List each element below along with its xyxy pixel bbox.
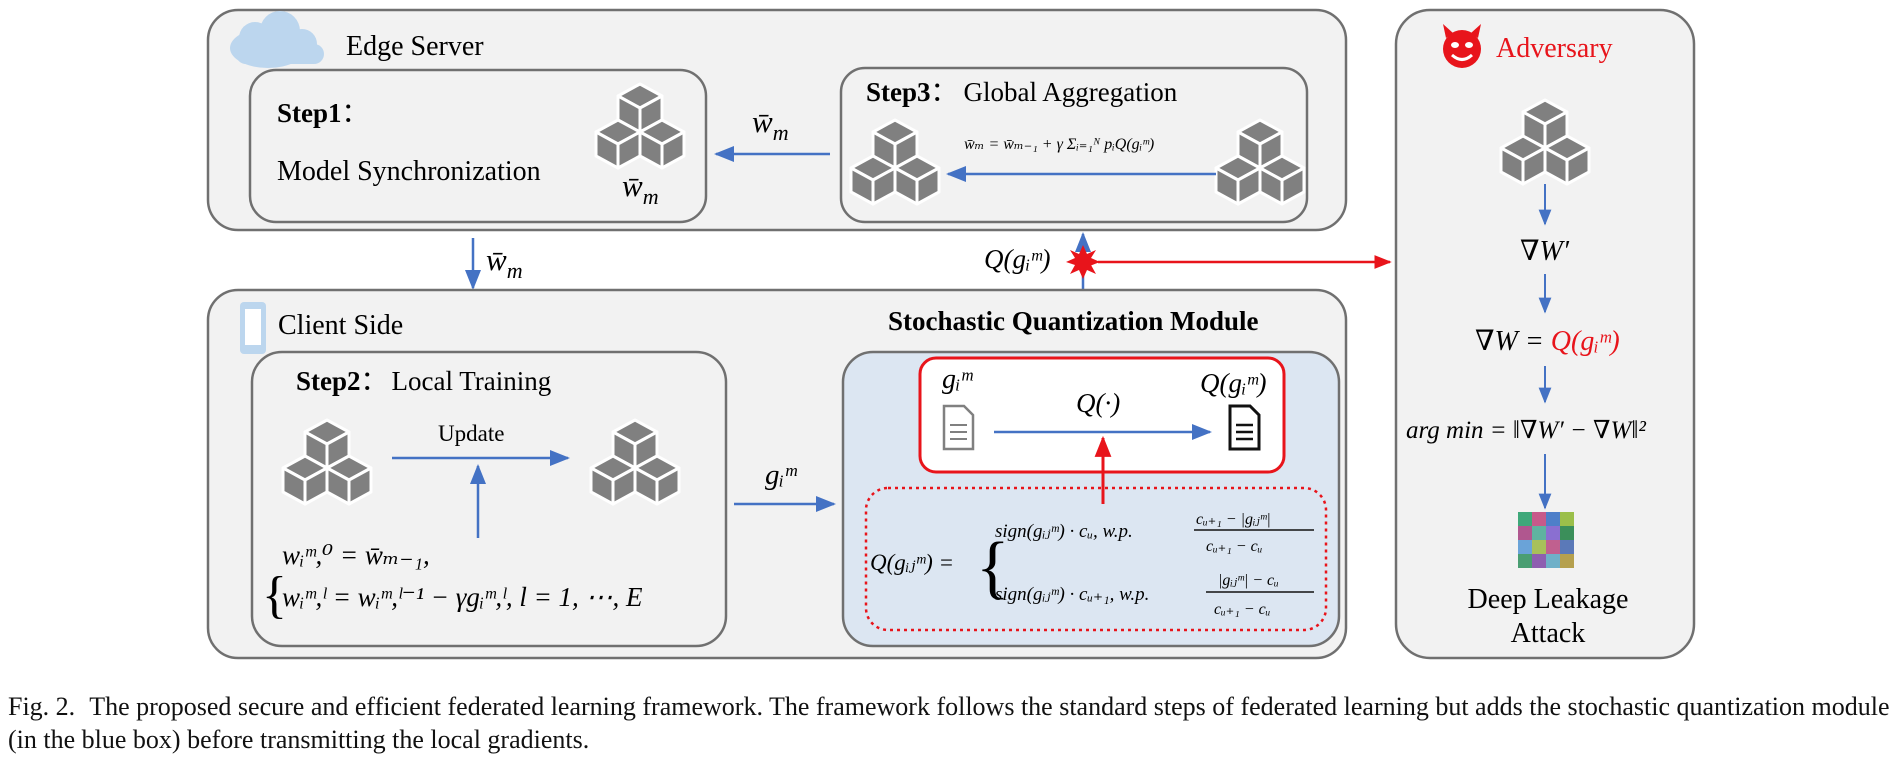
framework-diagram: Edge Server Step1： Model Synchronization… [206, 8, 1696, 660]
rule-frac2-num: |gᵢⱼᵐ| − cᵤ [1218, 572, 1279, 589]
gradient-equation: ∇W = Q(gᵢᵐ) [1475, 326, 1620, 357]
upload-arrow-label: Q(gᵢᵐ) [984, 244, 1051, 274]
document-icon [942, 404, 975, 451]
quantizer-op: Q(·) [1076, 388, 1120, 418]
cloud-icon [230, 11, 324, 68]
step3-label: Step3：Global Aggregation [866, 77, 1178, 107]
training-eq2: wᵢᵐ,ˡ = wᵢᵐ,ˡ⁻¹ − γgᵢᵐ,ˡ, l = 1, ⋯, E [282, 582, 643, 612]
step1-label: Step1： [277, 98, 369, 128]
update-label: Update [438, 421, 504, 446]
step1-symbol: w̄m [622, 168, 659, 209]
quantized-document-icon [1228, 404, 1261, 451]
attack-line2: Attack [1511, 618, 1586, 649]
argmin-objective: arg min = ‖∇W′ − ∇W‖² [1406, 417, 1646, 444]
rule-case1: sign(gᵢⱼᵐ) · cᵤ, w.p. [995, 521, 1133, 542]
adversary-title: Adversary [1496, 33, 1613, 64]
rule-frac2-den: cᵤ₊₁ − cᵤ [1214, 601, 1270, 618]
rule-case2: sign(gᵢⱼᵐ) · cᵤ₊₁, w.p. [995, 584, 1149, 605]
quantization-module-title: Stochastic Quantization Module [888, 306, 1259, 336]
step2-box: Step2：Local Training Update { wᵢᵐ,⁰ = w̄… [250, 350, 728, 648]
training-eq1: wᵢᵐ,⁰ = w̄ₘ₋₁, [282, 540, 430, 570]
rule-frac1-den: cᵤ₊₁ − cᵤ [1206, 538, 1262, 555]
attack-line1: Deep Leakage [1468, 584, 1629, 615]
intercept-star-icon [1066, 245, 1100, 279]
edge-server-title: Edge Server [346, 31, 484, 62]
quantization-module-box: gᵢᵐ Q(·) Q(gᵢᵐ) Q(gᵢⱼᵐ) = { sign(gᵢⱼᵐ) ·… [841, 350, 1341, 648]
gradient-label: gᵢᵐ [765, 459, 797, 491]
step3-box: Step3：Global Aggregation w̄ₘ = w̄ₘ₋₁ + γ… [839, 66, 1309, 224]
dummy-gradient: ∇W′ [1520, 236, 1570, 267]
caption-text: The proposed secure and efficient federa… [8, 692, 1890, 754]
download-arrow-label: w̄m [486, 242, 523, 283]
sync-arrow-label: w̄m [752, 104, 789, 145]
devil-icon [1443, 24, 1481, 68]
quantizer-output: Q(gᵢᵐ) [1200, 368, 1267, 398]
brace: { [262, 567, 287, 624]
figure-caption: Fig. 2.The proposed secure and efficient… [8, 690, 1893, 756]
client-side-title: Client Side [278, 310, 403, 341]
aggregation-formula: w̄ₘ = w̄ₘ₋₁ + γ Σᵢ₌₁ᴺ pᵢQ(gᵢᵐ) [964, 136, 1154, 153]
caption-label: Fig. 2. [8, 692, 76, 721]
quantizer-input: gᵢᵐ [942, 364, 973, 395]
rule-frac1-num: cᵤ₊₁ − |gᵢⱼᵐ| [1196, 511, 1271, 528]
quantization-rule-box [864, 486, 1328, 632]
step1-box: Step1： Model Synchronization w̄m [248, 68, 708, 224]
reconstructed-noise-image [1518, 512, 1574, 568]
rule-brace: { [976, 529, 1010, 606]
step1-text: Model Synchronization [277, 156, 541, 187]
adversary-panel: Adversary ∇W′ ∇W = Q(gᵢᵐ) arg min = ‖∇W′… [1394, 8, 1696, 660]
rule-lhs: Q(gᵢⱼᵐ) = [870, 550, 954, 575]
phone-icon [240, 302, 266, 354]
step2-label: Step2：Local Training [296, 366, 551, 396]
